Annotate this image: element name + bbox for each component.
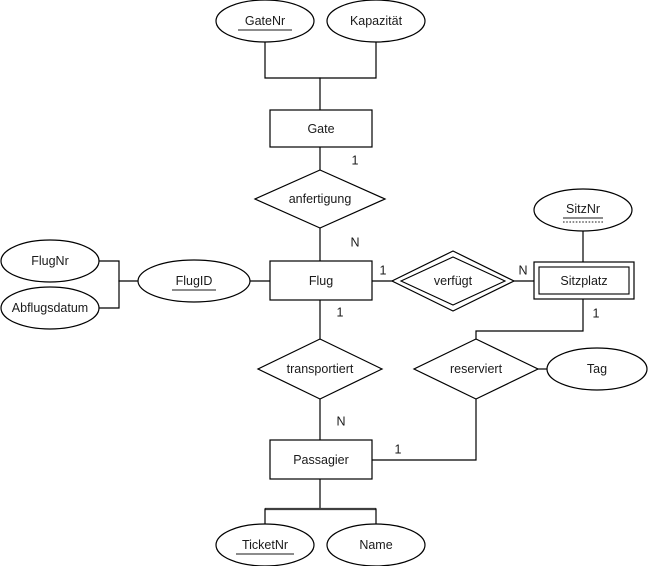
entity-sitzplatz-box-inner [538,266,630,295]
attribute-name[interactable]: Name [326,523,426,566]
cardinality-layer: 1 N 1 N 1 1 N 1 [336,153,599,456]
attribute-kapazitaet-ellipse[interactable] [326,0,426,43]
attribute-sitznr-ellipse[interactable] [533,188,633,232]
entity-sitzplatz[interactable]: Sitzplatz [533,261,635,300]
cardinality-flug-verfuegt: 1 [380,263,387,277]
attribute-abflugsdatum[interactable]: Abflugsdatum [0,286,100,330]
relationship-reserviert[interactable]: reserviert [412,338,540,400]
cardinality-passagier-reserviert: 1 [395,442,402,456]
cardinality-transportiert-passagier: N [336,414,345,428]
attribute-tag-label: Tag [587,362,607,376]
attribute-ticketnr[interactable]: TicketNr [215,523,315,566]
relationship-reserviert-diamond[interactable] [412,338,540,400]
relationship-verfuegt-diamond-outer[interactable] [390,250,516,312]
attribute-flugnr-label: FlugNr [31,254,69,268]
attribute-sitznr-label: SitzNr [566,202,600,216]
cardinality-sitzplatz-reserviert: 1 [593,306,600,320]
relationship-anfertigung-label: anfertigung [289,192,352,206]
attribute-flugid[interactable]: FlugID [137,259,251,303]
attribute-flugid-ellipse[interactable] [137,259,251,303]
attribute-flugnr[interactable]: FlugNr [0,239,100,283]
cardinality-anfertigung-flug: N [350,235,359,249]
relationship-verfuegt[interactable]: verfügt [390,250,516,312]
cardinality-verfuegt-sitzplatz: N [518,263,527,277]
entity-gate[interactable]: Gate [269,109,373,148]
connector-flugnr-to-bracket [98,260,120,309]
relationship-transportiert[interactable]: transportiert [256,338,384,400]
attribute-gatenr-label: GateNr [245,14,285,28]
attribute-gatenr-ellipse[interactable] [215,0,315,43]
cardinality-gate-anfertigung: 1 [352,153,359,167]
attribute-name-ellipse[interactable] [326,523,426,566]
relationship-anfertigung[interactable]: anfertigung [253,169,387,229]
cardinality-flug-transportiert: 1 [337,305,344,319]
attribute-ticketnr-label: TicketNr [242,538,288,552]
attribute-abflugsdatum-label: Abflugsdatum [12,301,88,315]
entity-sitzplatz-label: Sitzplatz [560,274,607,288]
attribute-tag[interactable]: Tag [546,347,648,391]
relationship-verfuegt-diamond-inner [399,256,507,306]
entity-flug[interactable]: Flug [269,260,373,301]
entity-gate-box[interactable] [269,109,373,148]
attribute-ticketnr-ellipse[interactable] [215,523,315,566]
relationship-reserviert-label: reserviert [450,362,503,376]
attribute-abflugsdatum-ellipse[interactable] [0,286,100,330]
attribute-flugid-label: FlugID [176,274,213,288]
entity-passagier-label: Passagier [293,453,349,467]
entity-passagier-box[interactable] [269,439,373,480]
attribute-name-label: Name [359,538,392,552]
relationship-anfertigung-diamond[interactable] [253,169,387,229]
relationship-transportiert-label: transportiert [287,362,354,376]
entity-flug-label: Flug [309,274,333,288]
connector-layer [98,41,584,525]
entity-passagier[interactable]: Passagier [269,439,373,480]
attribute-flugnr-ellipse[interactable] [0,239,100,283]
connector-gatenr-to-gate [264,41,377,79]
attribute-sitznr[interactable]: SitzNr [533,188,633,232]
attribute-tag-ellipse[interactable] [546,347,648,391]
relationship-transportiert-diamond[interactable] [256,338,384,400]
connector-reserviert-to-passagier [371,398,477,461]
attribute-gatenr[interactable]: GateNr [215,0,315,43]
attribute-kapazitaet[interactable]: Kapazität [326,0,426,43]
entity-flug-box[interactable] [269,260,373,301]
connector-sitzplatz-to-reserviert [475,298,584,340]
relationship-verfuegt-label: verfügt [434,274,473,288]
entity-sitzplatz-box-outer[interactable] [533,261,635,300]
attribute-kapazitaet-label: Kapazität [350,14,403,28]
entity-gate-label: Gate [307,122,334,136]
